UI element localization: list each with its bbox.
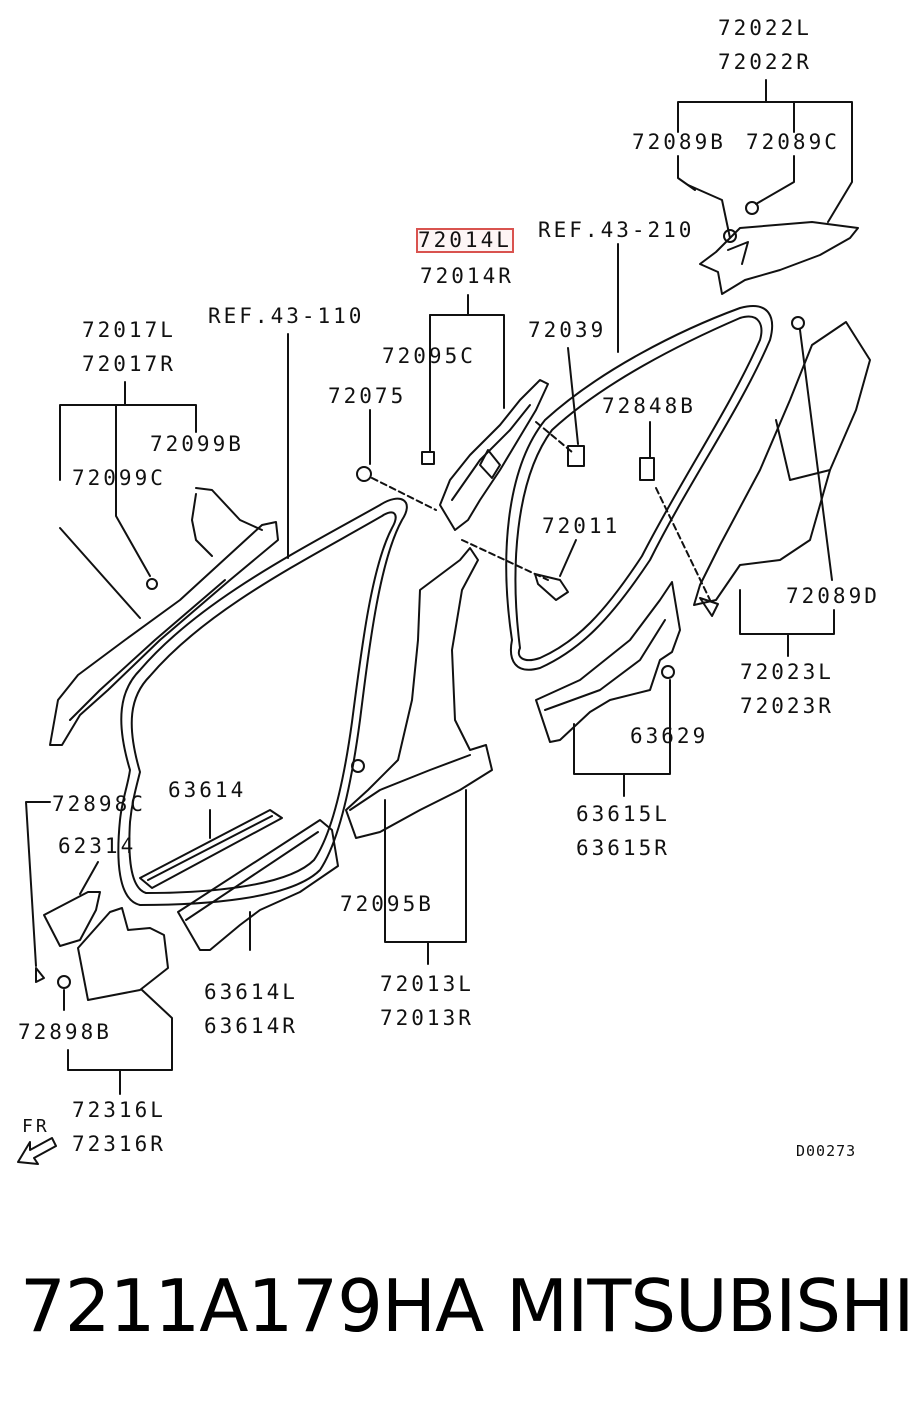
- label-72898c: 72898C: [52, 792, 146, 816]
- label-63614l: 63614L: [204, 980, 298, 1004]
- label-63629: 63629: [630, 724, 709, 748]
- front-scuff-plate: [139, 809, 339, 951]
- label-72316l: 72316L: [72, 1098, 166, 1122]
- label-72095b: 72095B: [340, 892, 434, 916]
- label-72316r: 72316R: [72, 1132, 166, 1156]
- label-63615l: 63615L: [576, 802, 670, 826]
- label-72013l: 72013L: [380, 972, 474, 996]
- label-72014r: 72014R: [420, 264, 514, 288]
- label-72099b: 72099B: [150, 432, 244, 456]
- footer: 7211A179HA MITSUBISHI: [0, 1270, 909, 1380]
- weatherstrip-ref-43-210: [505, 243, 774, 671]
- kick-panel: [25, 801, 173, 1095]
- a-pillar-trim: [49, 381, 279, 746]
- label-72022r: 72022R: [718, 50, 812, 74]
- label-72898b: 72898B: [18, 1020, 112, 1044]
- rear-scuff-plate: [535, 581, 681, 797]
- label-72039: 72039: [528, 318, 607, 342]
- label-72095c: 72095C: [382, 344, 476, 368]
- label-63614: 63614: [168, 778, 247, 802]
- label-72089d: 72089D: [786, 584, 880, 608]
- brand-name: MITSUBISHI: [506, 1264, 909, 1348]
- b-pillar-upper-trim: [356, 294, 585, 531]
- label-72013r: 72013R: [380, 1006, 474, 1030]
- label-diagram-code: D00273: [796, 1142, 857, 1160]
- label-72014l-highlighted[interactable]: 72014L: [416, 228, 514, 253]
- label-72023l: 72023L: [740, 660, 834, 684]
- label-62314: 62314: [58, 834, 137, 858]
- label-ref-43-110: REF.43-110: [208, 304, 365, 328]
- rear-quarter-trim: [639, 316, 871, 657]
- rear-upper-trim: [687, 184, 859, 295]
- label-fr: FR: [22, 1116, 50, 1137]
- label-72075: 72075: [328, 384, 407, 408]
- label-63615r: 63615R: [576, 836, 670, 860]
- label-72089b: 72089B: [632, 130, 726, 154]
- label-ref-43-210: REF.43-210: [538, 218, 695, 242]
- weatherstrip-ref-43-110: [117, 333, 408, 906]
- label-72022l: 72022L: [718, 16, 812, 40]
- label-63614r: 63614R: [204, 1014, 298, 1038]
- label-72089c: 72089C: [746, 130, 840, 154]
- front-arrow-icon: [17, 1137, 57, 1165]
- b-pillar-lower-trim: [345, 539, 577, 965]
- part-number: 7211A179HA: [20, 1264, 484, 1348]
- label-72017r: 72017R: [82, 352, 176, 376]
- label-72017l: 72017L: [82, 318, 176, 342]
- label-72848b: 72848B: [602, 394, 696, 418]
- label-72023r: 72023R: [740, 694, 834, 718]
- label-72011: 72011: [542, 514, 621, 538]
- label-72099c: 72099C: [72, 466, 166, 490]
